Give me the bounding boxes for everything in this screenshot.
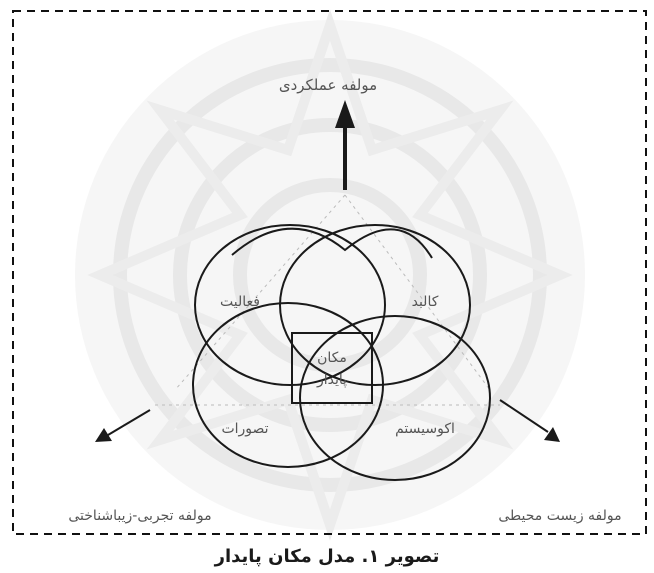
label-activity: فعالیت xyxy=(220,294,260,310)
figure-caption: تصویر ۱. مدل مکان پایدار xyxy=(214,546,440,567)
background-watermark xyxy=(75,20,585,530)
top-axis-label: مولفه عملکردی xyxy=(279,76,377,94)
label-body: کالبد xyxy=(412,294,439,310)
label-ecosystem: اکوسیستم xyxy=(395,421,455,437)
label-perceptions: تصورات xyxy=(221,421,268,437)
bottom-right-axis-label: مولفه زیست محیطی xyxy=(498,508,621,524)
bottom-left-axis-label: مولفه تجربی-زیباشناختی xyxy=(68,508,211,524)
center-label-line2: پایدار xyxy=(316,372,347,388)
center-label-line1: مکان xyxy=(317,350,347,366)
